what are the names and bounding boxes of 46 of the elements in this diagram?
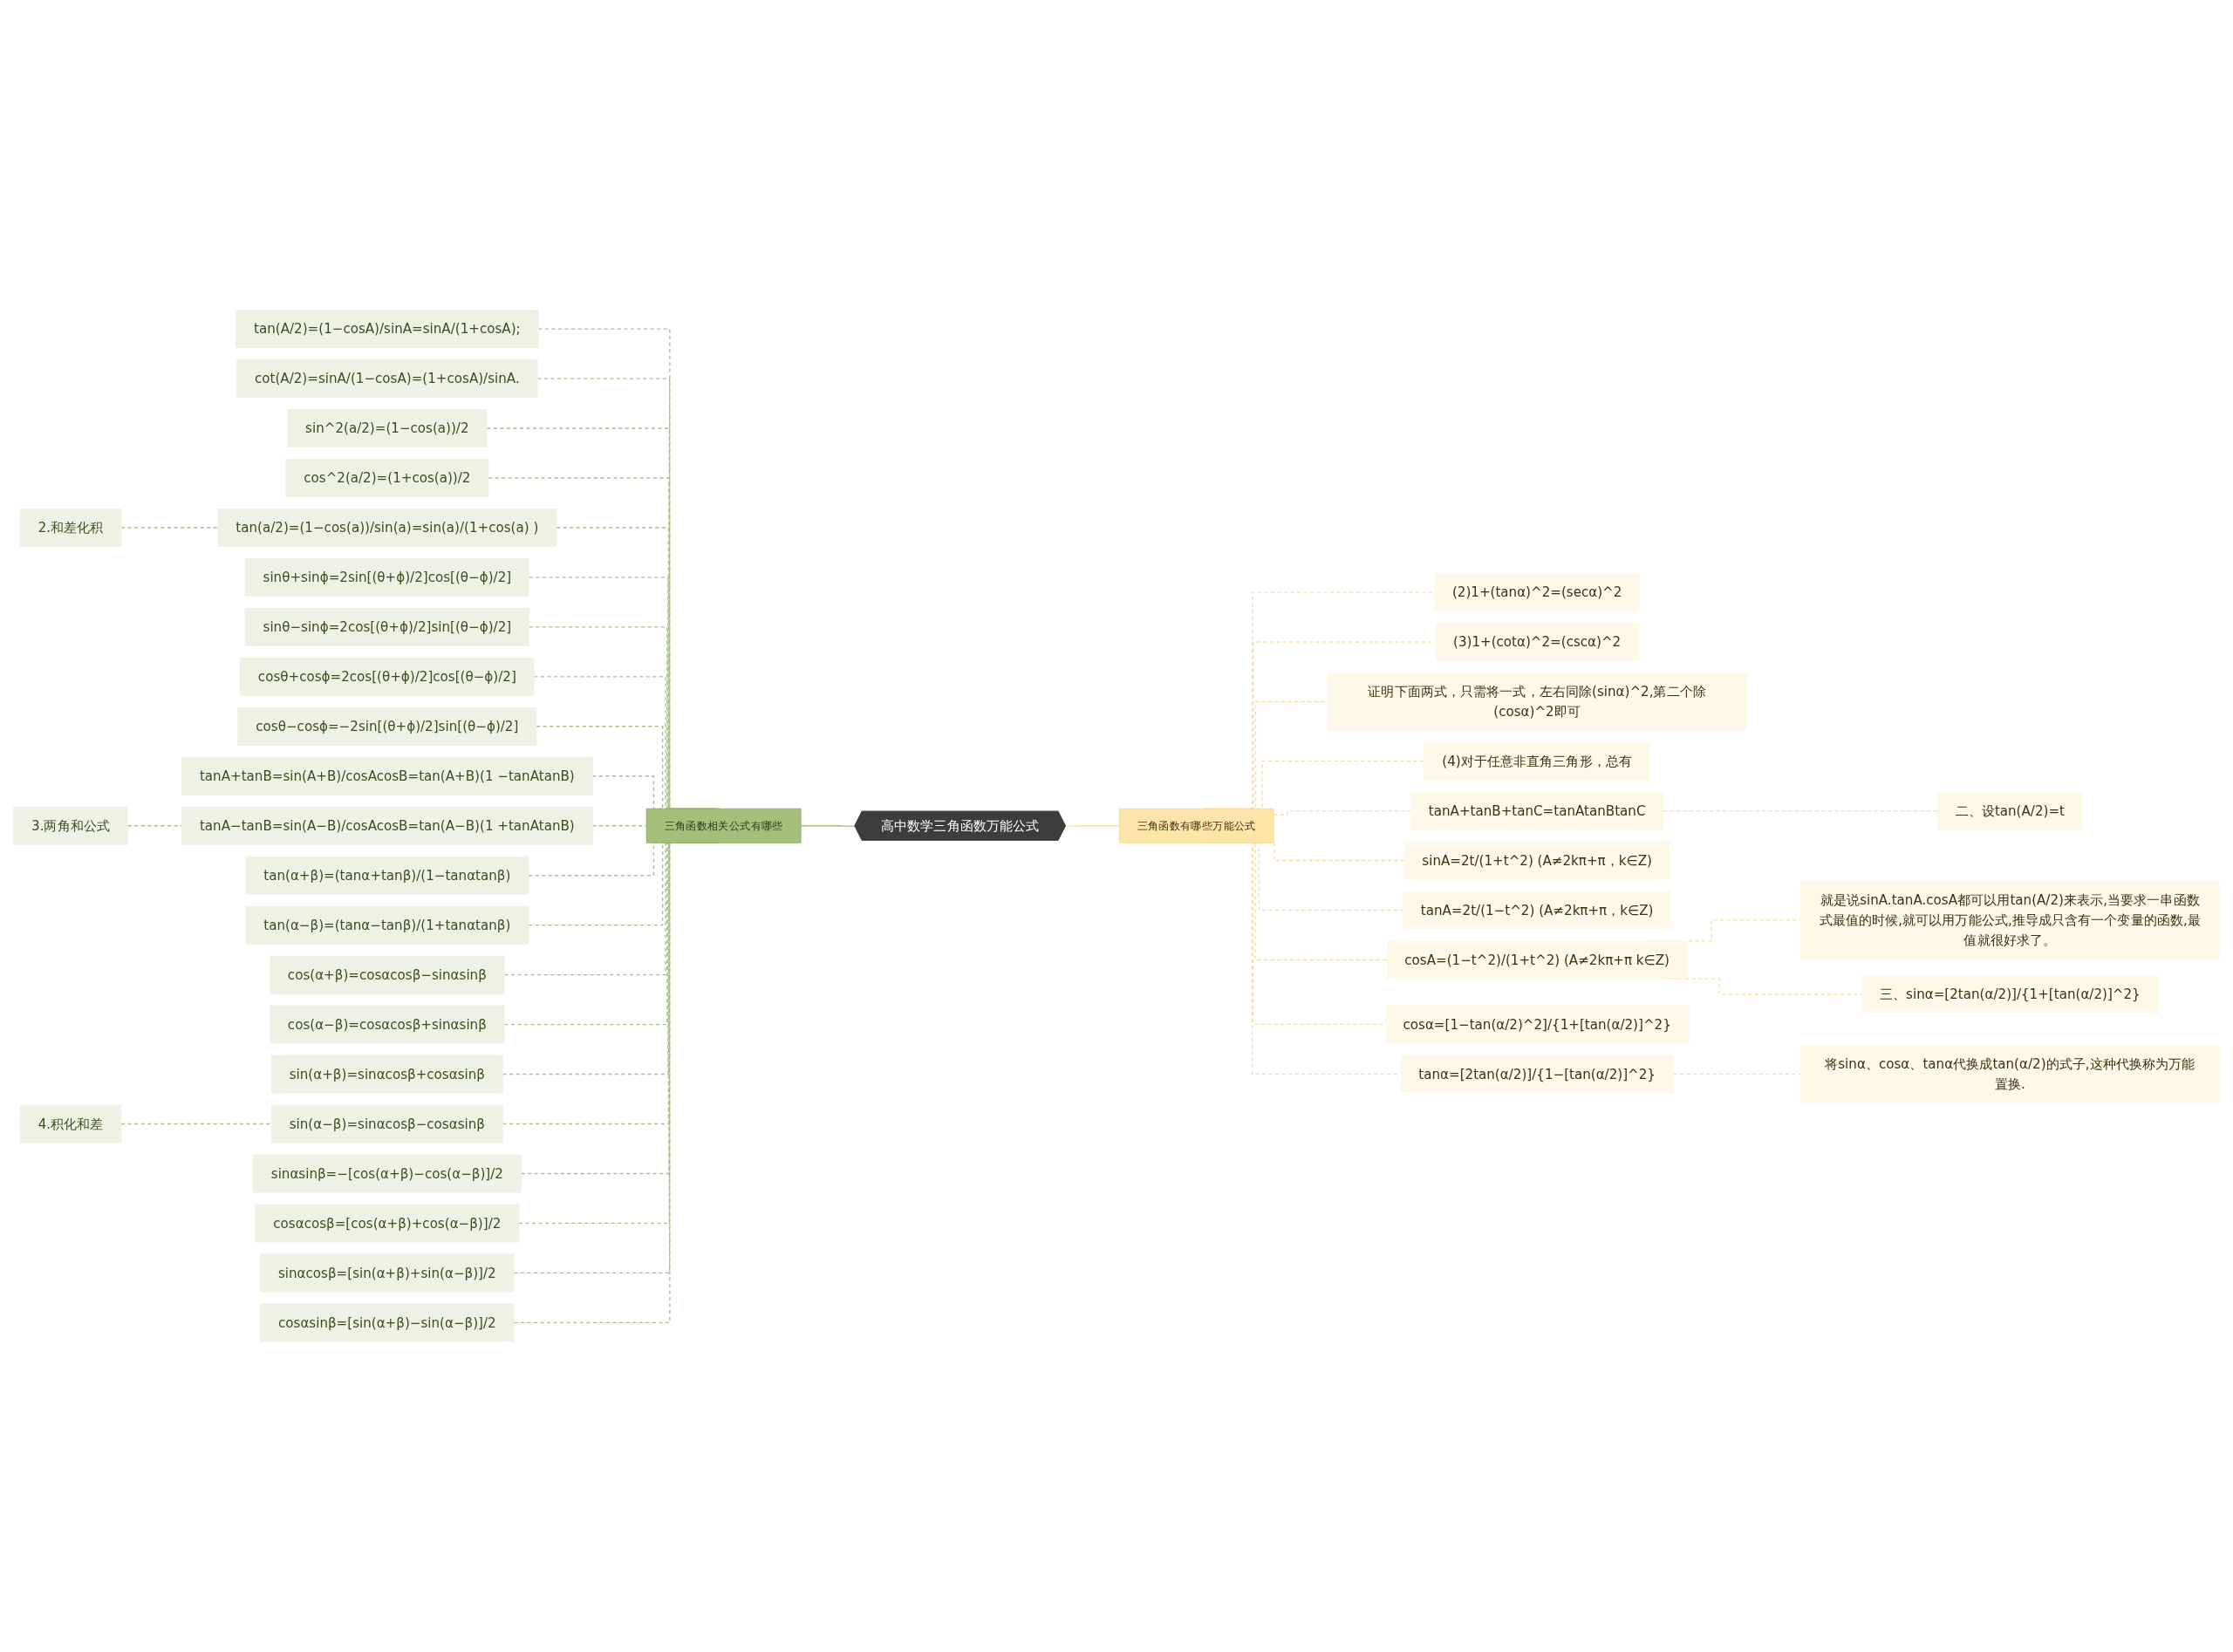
node-box: tanA=2t/(1−t^2) (A≠2kπ+π，k∈Z) [1402, 891, 1672, 930]
node-box: (3)1+(cotα)^2=(cscα)^2 [1435, 623, 1640, 662]
node-box: cosαcosβ=[cos(α+β)+cos(α−β)]/2 [255, 1204, 520, 1243]
connector [120, 1123, 272, 1125]
node-box: cosθ+cosϕ=2cos[(θ+ϕ)/2]cos[(θ−ϕ)/2] [239, 658, 535, 697]
node-box: cosα=[1−tan(α/2)^2]/{1+[tan(α/2)]^2} [1384, 1005, 1690, 1044]
node-box: tanA+tanB+tanC=tanAtanBtanC [1410, 791, 1664, 830]
node-box: tanA−tanB=sin(A−B)/cosAcosB=tan(A−B)(1 +tanAtanB) [181, 807, 593, 845]
node-box: (4)对于任意非直角三角形，总有 [1424, 741, 1650, 781]
node-box: cos(α−β)=cosαcosβ+sinαsinβ [269, 1005, 505, 1044]
node-box: 三角函数相关公式有哪些 [645, 809, 802, 843]
node-box: cos^2(a/2)=(1+cos(a))/2 [285, 459, 489, 498]
node-box: cosαsinβ=[sin(α+β)−sin(α−β)]/2 [260, 1303, 515, 1342]
node-box: tan(A/2)=(1−cosA)/sinA=sinA/(1+cosA); [236, 310, 539, 349]
node-box: (2)1+(tanα)^2=(secα)^2 [1433, 573, 1641, 612]
node-box: tanA+tanB=sin(A+B)/cosAcosB=tan(A+B)(1 −tanAtanB) [181, 757, 593, 795]
connector [1663, 810, 1938, 812]
node-box: sinθ+sinϕ=2sin[(θ+ϕ)/2]cos[(θ−ϕ)/2] [244, 558, 530, 597]
node-box: 就是说sinA.tanA.cosA都可以用tan(A/2)来表示,当要求一串函数式最值的时候,就可以用万能公式,推导成只含有一个变量的函数,最值就很好求了。 [1799, 881, 2220, 959]
node-box: 4.积化和差 [19, 1104, 122, 1143]
node-box: sin(α−β)=sinαcosβ−cosαsinβ [270, 1104, 503, 1143]
node-box: tan(α+β)=(tanα+tanβ)/(1−tanαtanβ) [245, 857, 529, 895]
node-box: 将sinα、cosα、tanα代换成tan(α/2)的式子,这种代换称为万能置换. [1799, 1045, 2220, 1103]
node-box: tanα=[2tan(α/2)]/{1−[tan(α/2)]^2} [1400, 1055, 1674, 1094]
node-box: sinA=2t/(1+t^2) (A≠2kπ+π，k∈Z) [1403, 841, 1670, 880]
node-box: cosθ−cosϕ=−2sin[(θ+ϕ)/2]sin[(θ−ϕ)/2] [237, 707, 537, 747]
node-box: sinαcosβ=[sin(α+β)+sin(α−β)]/2 [260, 1253, 515, 1293]
node-box: tan(α−β)=(tanα−tanβ)/(1+tanαtanβ) [245, 905, 529, 945]
node-box: tan(a/2)=(1−cos(a))/sin(a)=sin(a)/(1+cos(a) ) [217, 509, 557, 548]
node-box: 2.和差化积 [19, 509, 122, 548]
node-box: sinθ−sinϕ=2cos[(θ+ϕ)/2]sin[(θ−ϕ)/2] [244, 608, 530, 647]
node-box: sinαsinβ=−[cos(α+β)−cos(α−β)]/2 [252, 1154, 522, 1193]
node-box: 三、sinα=[2tan(α/2)]/{1+[tan(α/2)]^2} [1861, 975, 2159, 1014]
node-box: 3.两角和公式 [13, 807, 128, 845]
node-box: 二、设tan(A/2)=t [1936, 791, 2083, 830]
node-box: cosA=(1−t^2)/(1+t^2) (A≠2kπ+π k∈Z) [1386, 940, 1688, 980]
connector [1672, 1073, 1801, 1075]
connector [1273, 810, 1411, 816]
connector [800, 825, 856, 828]
node-box: 三角函数有哪些万能公式 [1118, 809, 1274, 843]
connector [1064, 825, 1120, 828]
node-box: sin^2(a/2)=(1−cos(a))/2 [287, 409, 488, 448]
connector [120, 527, 219, 529]
node-box: cos(α+β)=cosαcosβ−sinαsinβ [269, 955, 505, 994]
node-box: sin(α+β)=sinαcosβ+cosαsinβ [270, 1055, 503, 1094]
node-box: cot(A/2)=sinA/(1−cosA)=(1+cosA)/sinA. [236, 359, 538, 399]
